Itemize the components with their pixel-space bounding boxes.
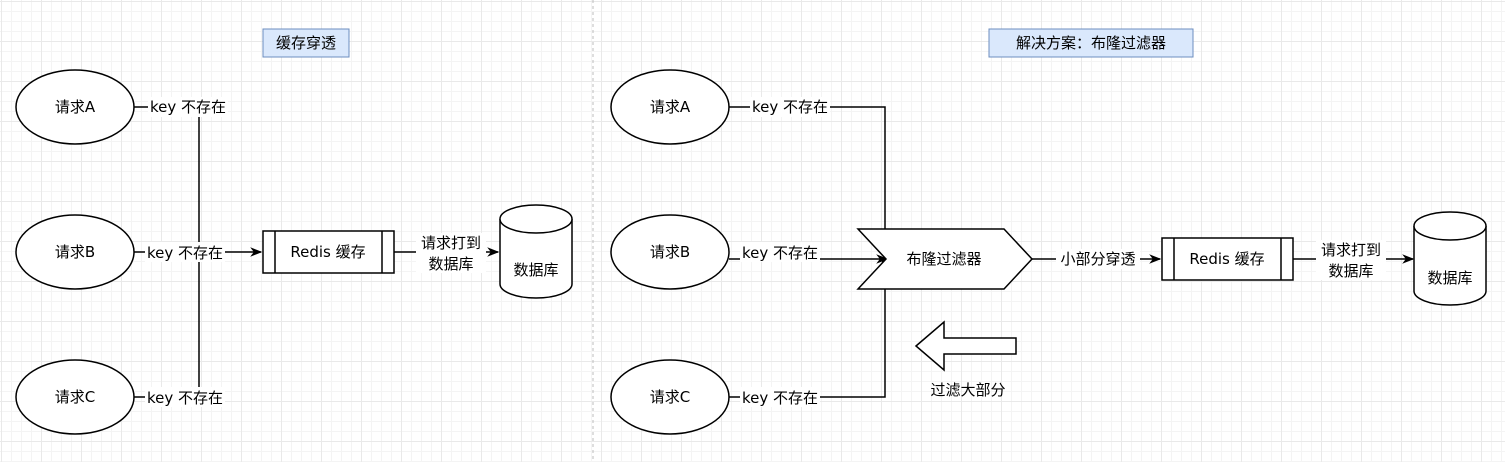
right-cache-db-label: 请求打到 数据库 bbox=[1316, 240, 1386, 280]
right-database-label: 数据库 bbox=[1427, 269, 1472, 287]
right-request-b-label: 请求B bbox=[650, 243, 690, 261]
svg-text:key 不存在: key 不存在 bbox=[147, 244, 223, 262]
bloom-filter-label: 布隆过滤器 bbox=[906, 250, 981, 268]
left-edge-label-a: key 不存在 bbox=[148, 97, 228, 117]
left-database[interactable]: 数据库 bbox=[499, 204, 573, 299]
svg-text:key 不存在: key 不存在 bbox=[752, 98, 828, 116]
right-title[interactable]: 解决方案：布隆过滤器 bbox=[988, 28, 1194, 58]
left-request-b[interactable]: 请求B bbox=[15, 214, 135, 290]
right-request-b[interactable]: 请求B bbox=[610, 214, 730, 290]
left-redis-cache-label: Redis 缓存 bbox=[290, 243, 365, 261]
svg-text:小部分穿透: 小部分穿透 bbox=[1060, 250, 1135, 268]
right-request-a-label: 请求A bbox=[650, 98, 691, 116]
bloom-filter[interactable]: 布隆过滤器 bbox=[856, 228, 1034, 290]
left-cache-db-label: 请求打到 数据库 bbox=[416, 233, 486, 273]
right-section: 解决方案：布隆过滤器 请求A 请求B 请求C key 不存在 bbox=[610, 28, 1487, 435]
filter-cache-label: 小部分穿透 bbox=[1056, 249, 1140, 269]
left-title-text: 缓存穿透 bbox=[276, 34, 336, 52]
left-request-c-label: 请求C bbox=[55, 388, 95, 406]
svg-text:key 不存在: key 不存在 bbox=[742, 244, 818, 262]
svg-text:数据库: 数据库 bbox=[1328, 262, 1373, 280]
right-arrow-c[interactable] bbox=[729, 254, 890, 398]
right-database[interactable]: 数据库 bbox=[1413, 211, 1487, 306]
left-request-a[interactable]: 请求A bbox=[15, 69, 135, 145]
svg-text:key 不存在: key 不存在 bbox=[150, 98, 226, 116]
left-block-arrow-icon[interactable] bbox=[914, 320, 1017, 372]
left-request-c[interactable]: 请求C bbox=[15, 359, 135, 435]
right-redis-cache-label: Redis 缓存 bbox=[1189, 250, 1264, 268]
svg-text:key 不存在: key 不存在 bbox=[742, 389, 818, 407]
svg-text:请求打到: 请求打到 bbox=[421, 234, 481, 252]
left-redis-cache[interactable]: Redis 缓存 bbox=[262, 230, 395, 274]
svg-text:key 不存在: key 不存在 bbox=[147, 389, 223, 407]
right-request-a[interactable]: 请求A bbox=[610, 69, 730, 145]
left-request-b-label: 请求B bbox=[55, 243, 95, 261]
left-edge-label-b: key 不存在 bbox=[145, 242, 225, 262]
left-request-a-label: 请求A bbox=[55, 98, 96, 116]
block-note: 过滤大部分 bbox=[930, 381, 1005, 399]
right-title-text: 解决方案：布隆过滤器 bbox=[1016, 34, 1166, 52]
right-request-c[interactable]: 请求C bbox=[610, 359, 730, 435]
left-edge-label-c: key 不存在 bbox=[145, 387, 225, 407]
right-edge-label-b: key 不存在 bbox=[740, 242, 820, 262]
right-edge-label-a: key 不存在 bbox=[750, 97, 830, 117]
left-section: 缓存穿透 请求A 请求B 请求C key 不存在 bbox=[15, 28, 573, 435]
right-edge-label-c: key 不存在 bbox=[740, 387, 820, 407]
right-request-c-label: 请求C bbox=[650, 388, 690, 406]
svg-text:数据库: 数据库 bbox=[428, 255, 473, 273]
left-database-label: 数据库 bbox=[513, 261, 558, 279]
right-redis-cache[interactable]: Redis 缓存 bbox=[1161, 237, 1294, 281]
left-title[interactable]: 缓存穿透 bbox=[262, 28, 350, 58]
svg-text:请求打到: 请求打到 bbox=[1321, 241, 1381, 259]
